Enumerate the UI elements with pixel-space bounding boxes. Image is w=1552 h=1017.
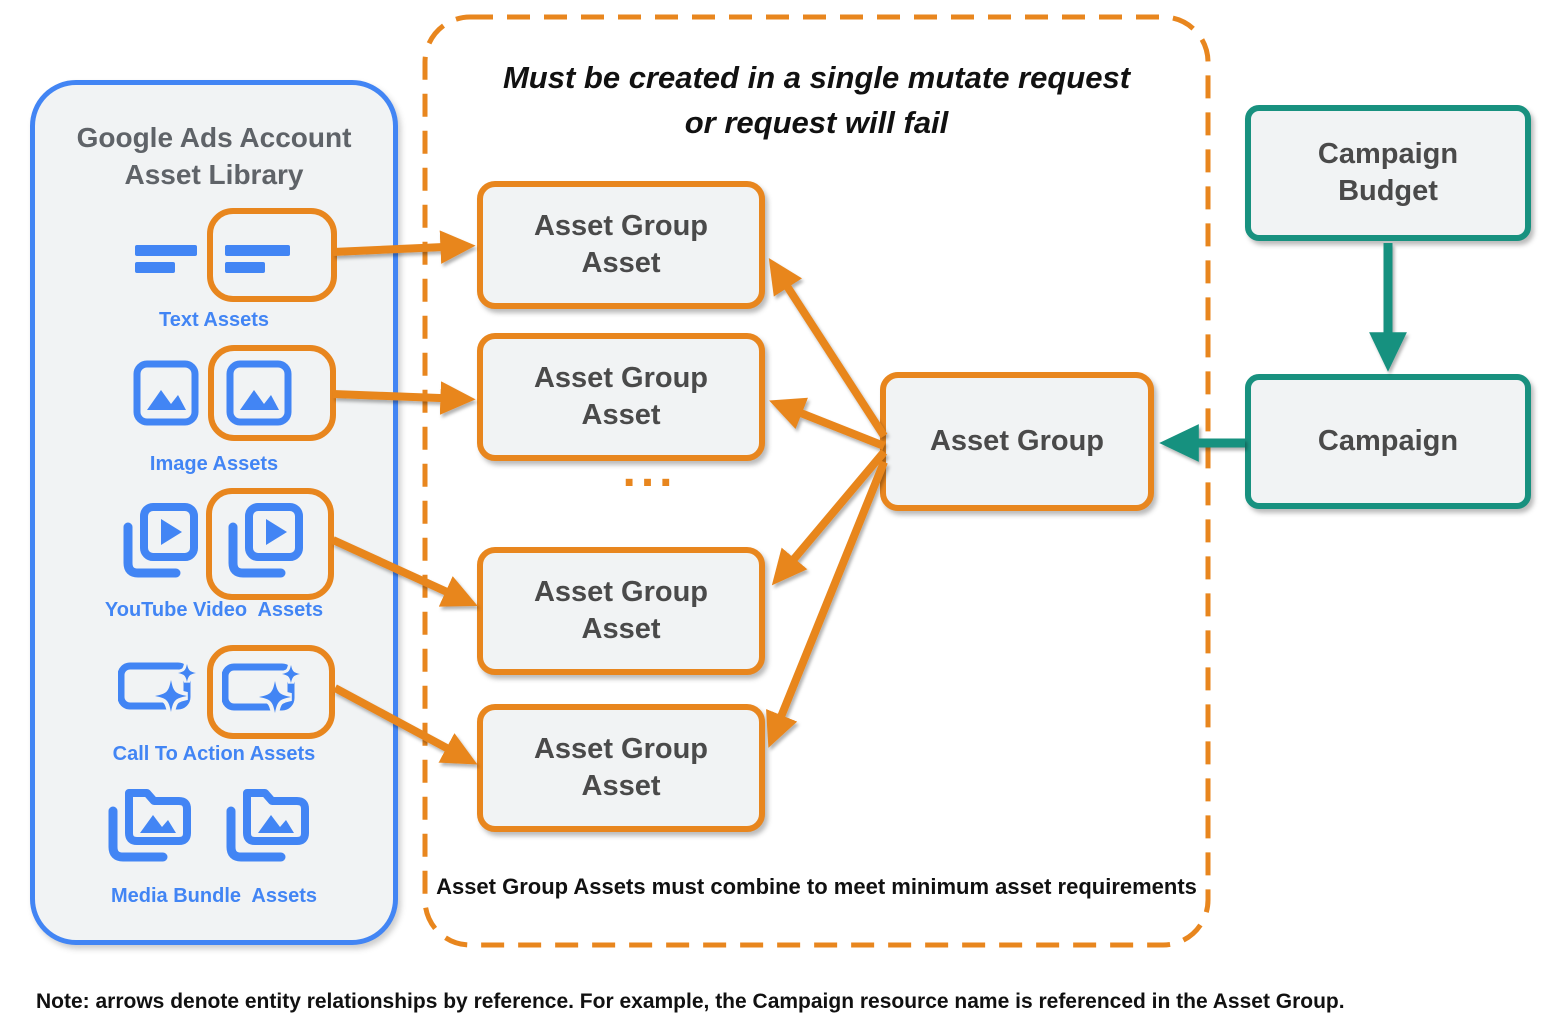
call-to-action-asset-icon-selected [222, 663, 301, 714]
asset-group-reference-arrows [766, 257, 888, 748]
campaign-budget-box: Campaign Budget [1245, 105, 1531, 241]
youtube-video-asset-icon [123, 503, 198, 578]
minimum-requirements-caption: Asset Group Assets must combine to meet … [436, 874, 1197, 899]
arrow-asset-group-to-aga2 [769, 397, 886, 450]
asset-library-title-line1: Google Ads Account [76, 122, 352, 153]
asset-group-asset-box-3: Asset Group Asset [477, 547, 765, 675]
asset-group-asset-label-4: Asset Group Asset [533, 733, 709, 802]
call-to-action-asset-icon [118, 662, 197, 713]
asset-group-asset-box-1: Asset Group Asset [477, 181, 765, 309]
media-bundle-asset-icon-2 [226, 789, 309, 862]
asset-group-asset-box-4: Asset Group Asset [477, 704, 765, 832]
more-assets-ellipsis: ... [622, 444, 678, 497]
arrow-asset-group-to-aga4 [766, 460, 888, 748]
campaign-label: Campaign [1317, 425, 1459, 457]
text-asset-icon [135, 245, 197, 273]
asset-group-asset-label-1: Asset Group Asset [533, 210, 709, 279]
image-asset-icon [133, 360, 199, 426]
asset-library-title: Google Ads Account Asset Library [35, 119, 393, 193]
call-to-action-asset-selection-outline [207, 645, 335, 739]
text-assets-label: Text Assets [158, 309, 270, 331]
media-bundle-assets-label: Media Bundle Assets [111, 885, 317, 907]
asset-library-title-line2: Asset Library [124, 159, 304, 190]
media-bundle-asset-icon [108, 789, 191, 862]
mutate-request-heading-line1: Must be created in a single mutate reque… [502, 60, 1131, 95]
text-asset-icon-selected [225, 245, 290, 273]
youtube-video-assets-label: YouTube Video Assets [104, 599, 324, 621]
arrow-asset-group-to-aga3 [771, 449, 888, 586]
asset-library-panel: Google Ads Account Asset Library Text As… [30, 80, 398, 945]
asset-group-asset-label-3: Asset Group Asset [533, 576, 709, 645]
image-assets-label: Image Assets [149, 453, 279, 475]
youtube-video-asset-selection-outline [206, 488, 334, 600]
asset-group-asset-label-2: Asset Group Asset [533, 362, 709, 431]
call-to-action-assets-label: Call To Action Assets [112, 743, 316, 765]
arrow-asset-group-to-aga1 [768, 257, 888, 439]
mutate-request-heading-line2: or request will fail [684, 105, 949, 140]
mutate-request-heading: Must be created in a single mutate reque… [425, 55, 1208, 145]
asset-group-label: Asset Group [929, 425, 1105, 457]
asset-group-box: Asset Group [880, 372, 1154, 511]
campaign-box: Campaign [1245, 374, 1531, 509]
footnote: Note: arrows denote entity relationships… [36, 990, 1345, 1013]
campaign-budget-label: Campaign Budget [1317, 138, 1459, 207]
youtube-video-asset-icon-selected [228, 503, 303, 578]
image-asset-icon-selected [226, 360, 292, 426]
